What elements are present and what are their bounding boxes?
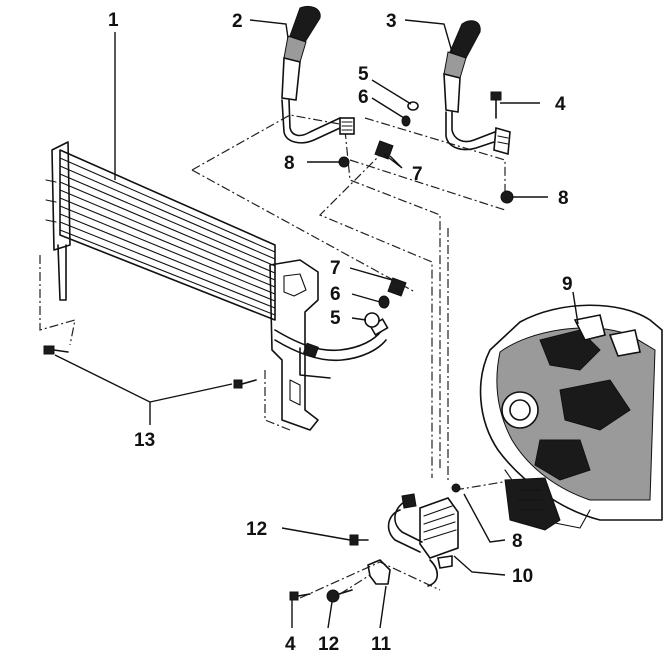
- clip-7-top: [374, 140, 394, 160]
- seal-8-low: [451, 483, 461, 493]
- fasteners: [43, 91, 514, 603]
- transmission-housing: [479, 304, 663, 531]
- seal-8-left: [338, 156, 350, 168]
- bolt-12-top: [349, 534, 369, 546]
- assembly-guide-lines: [39, 114, 516, 599]
- callout-4-top: 4: [555, 94, 566, 115]
- oil-cooler-radiator: [45, 141, 389, 431]
- callout-6-mid: 6: [330, 284, 341, 305]
- callout-12-bottom: 12: [318, 634, 339, 655]
- callout-8-left: 8: [284, 153, 295, 174]
- bolt-13-right: [233, 379, 257, 389]
- callout-5-top: 5: [358, 64, 369, 85]
- heat-exchanger-10: [387, 493, 459, 587]
- callout-labels: 1 2 3 4 5 6 7 8 8 7 6 5 9 13 12 8 10 4 1…: [108, 10, 573, 655]
- washer-6-top: [401, 115, 411, 127]
- callout-7-mid: 7: [330, 258, 341, 279]
- seal-8-right: [500, 190, 514, 204]
- callout-5-mid: 5: [330, 308, 341, 329]
- callout-3: 3: [386, 11, 397, 32]
- callout-9: 9: [562, 274, 573, 295]
- coolant-hose-2: [281, 5, 355, 144]
- callout-8-right: 8: [558, 188, 569, 209]
- callout-4-bottom: 4: [285, 634, 296, 655]
- callout-11: 11: [371, 634, 392, 655]
- washer-6-mid: [378, 295, 390, 309]
- callout-7-top: 7: [412, 164, 423, 185]
- bolt-4-bottom: [289, 591, 311, 601]
- callout-13: 13: [134, 430, 155, 451]
- callout-8-low: 8: [512, 531, 523, 552]
- cooler-fins: [59, 157, 276, 316]
- callout-10: 10: [512, 566, 533, 587]
- bolt-13-left: [43, 345, 69, 355]
- seal-ring-5-mid: [364, 312, 380, 328]
- bracket-11: [367, 559, 391, 585]
- callout-1: 1: [108, 10, 119, 31]
- leader-lines: [54, 19, 579, 629]
- bolt-12-bottom: [326, 589, 353, 603]
- coolant-hose-3: [443, 20, 511, 156]
- callout-12-top: 12: [246, 519, 267, 540]
- clip-7-mid: [387, 277, 407, 297]
- bolt-4-top: [490, 91, 502, 119]
- callout-6-top: 6: [358, 87, 369, 108]
- callout-2: 2: [232, 11, 243, 32]
